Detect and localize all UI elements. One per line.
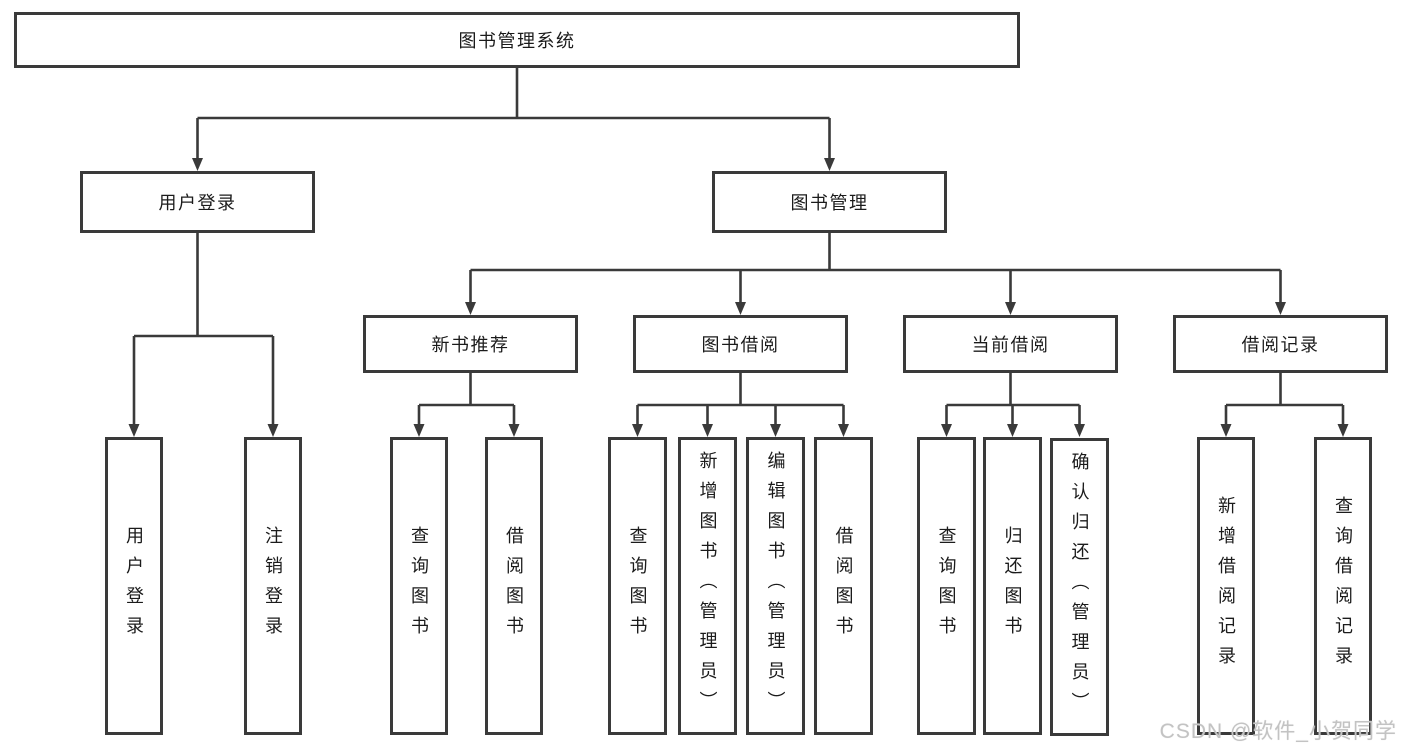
node-label: 注销登录 bbox=[263, 526, 283, 646]
node-label: 查询图书 bbox=[627, 526, 648, 646]
leaf-borrow-add-books-admin: 新增图书（管理员） bbox=[678, 437, 737, 735]
csdn-watermark: CSDN @软件_小贺同学 bbox=[1159, 720, 1397, 743]
node-label: 用户登录 bbox=[124, 526, 144, 646]
node-label: 当前借阅 bbox=[971, 335, 1050, 355]
node-label: 借阅记录 bbox=[1241, 335, 1320, 355]
node-user-login: 用户登录 bbox=[80, 171, 315, 233]
node-book-management: 图书管理 bbox=[712, 171, 947, 233]
node-book-borrowing: 图书借阅 bbox=[633, 315, 848, 373]
node-label: 新书推荐 bbox=[431, 335, 510, 355]
node-label: 查询图书 bbox=[936, 526, 957, 646]
leaf-newrec-query-books: 查询图书 bbox=[390, 437, 448, 735]
node-label: 图书借阅 bbox=[701, 335, 780, 355]
node-label: 查询借阅记录 bbox=[1333, 496, 1353, 676]
leaf-logout: 注销登录 bbox=[244, 437, 302, 735]
node-label: 借阅图书 bbox=[504, 526, 524, 646]
leaf-records-add-record: 新增借阅记录 bbox=[1197, 437, 1255, 735]
node-library-management-system: 图书管理系统 bbox=[14, 12, 1020, 68]
leaf-current-query-books: 查询图书 bbox=[917, 437, 976, 735]
node-label: 图书管理 bbox=[790, 193, 869, 213]
leaf-newrec-borrow-books: 借阅图书 bbox=[485, 437, 543, 735]
leaf-current-return-books: 归还图书 bbox=[983, 437, 1042, 735]
node-label: 确认归还（管理员） bbox=[1069, 452, 1090, 722]
node-label: 新增图书（管理员） bbox=[697, 451, 718, 721]
node-borrowing-records: 借阅记录 bbox=[1173, 315, 1388, 373]
node-new-book-recommend: 新书推荐 bbox=[363, 315, 578, 373]
node-label: 归还图书 bbox=[1002, 526, 1023, 646]
leaf-current-confirm-return-admin: 确认归还（管理员） bbox=[1050, 438, 1109, 736]
node-label: 用户登录 bbox=[158, 193, 237, 213]
node-current-borrowing: 当前借阅 bbox=[903, 315, 1118, 373]
leaf-records-query-record: 查询借阅记录 bbox=[1314, 437, 1372, 735]
node-label: 查询图书 bbox=[409, 526, 429, 646]
leaf-borrow-edit-books-admin: 编辑图书（管理员） bbox=[746, 437, 805, 735]
node-label: 图书管理系统 bbox=[458, 31, 576, 51]
leaf-borrow-borrow-books: 借阅图书 bbox=[814, 437, 873, 735]
leaf-user-login: 用户登录 bbox=[105, 437, 163, 735]
node-label: 新增借阅记录 bbox=[1216, 496, 1236, 676]
leaf-borrow-query-books: 查询图书 bbox=[608, 437, 667, 735]
node-label: 借阅图书 bbox=[833, 526, 854, 646]
node-label: 编辑图书（管理员） bbox=[765, 451, 786, 721]
